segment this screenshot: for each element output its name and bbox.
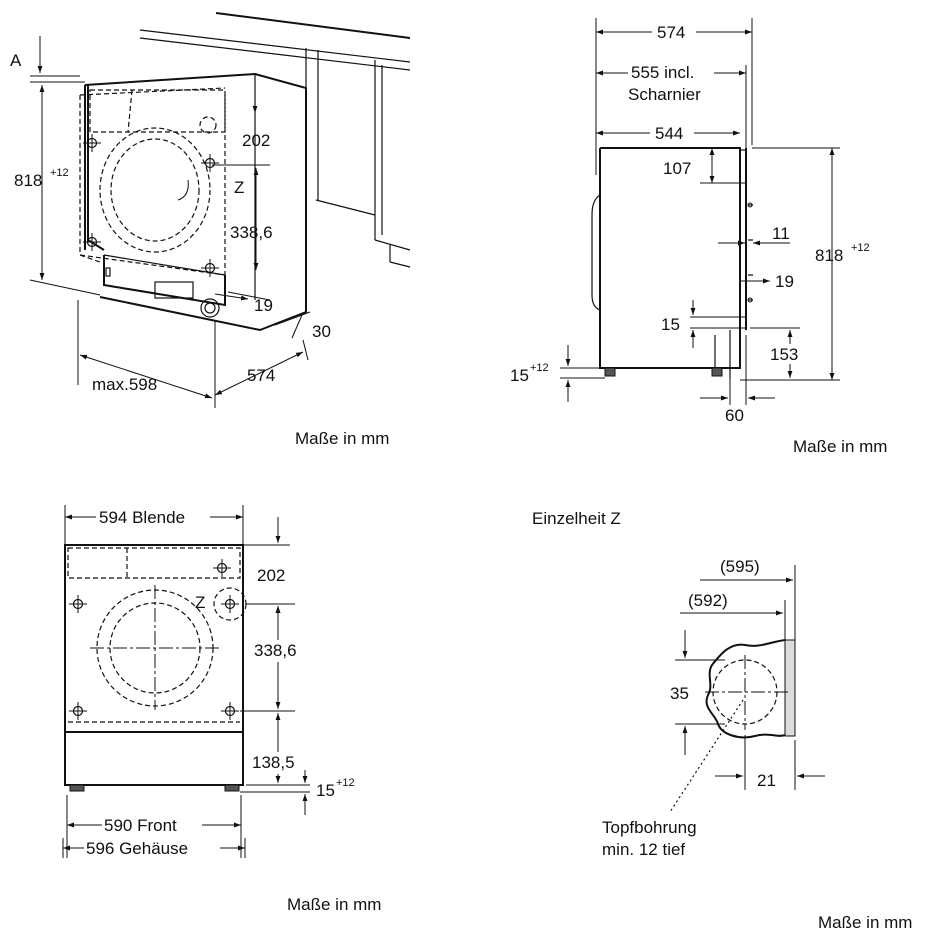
front-foot: 15	[316, 781, 335, 800]
detail-dim-21: 21	[757, 771, 776, 790]
unit-note-4: Maße in mm	[818, 913, 912, 932]
depth-dim: 574	[247, 366, 275, 385]
hole-spacing-dim: 338,6	[230, 223, 273, 242]
front-top-panel: 202	[257, 566, 285, 585]
unit-note-1: Maße in mm	[295, 429, 389, 448]
detail-note-2: min. 12 tief	[602, 840, 685, 859]
detail-note-1: Topfbohrung	[602, 818, 697, 837]
side-dim-11: 11	[772, 224, 790, 243]
unit-note-2: Maße in mm	[793, 437, 887, 456]
perspective-view: A 818 +12 202 Z 338,6 19 30 574 max.5	[10, 12, 411, 448]
detail-dim-592: (592)	[688, 591, 728, 610]
front-housing-width: 596 Gehäuse	[86, 839, 188, 858]
side-body	[591, 147, 754, 378]
side-depth-body: 544	[655, 124, 683, 143]
detail-dim-35: 35	[670, 684, 689, 703]
side-depth-total: 574	[657, 23, 685, 42]
side-dim-153: 153	[770, 345, 798, 364]
height-tolerance: +12	[50, 167, 69, 179]
dim-19: 19	[254, 296, 273, 315]
side-foot-tol: +12	[530, 362, 549, 374]
detail-title: Einzelheit Z	[532, 509, 621, 528]
detail-z-mark: Z	[234, 178, 244, 197]
height-dim: 818	[14, 171, 42, 190]
detail-dim-595: (595)	[720, 557, 760, 576]
appliance-body	[79, 72, 307, 332]
side-dim-19: 19	[775, 272, 794, 291]
front-bottom-dim: 138,5	[252, 753, 295, 772]
side-view: 574 555 incl. Scharnier 544 107	[510, 18, 887, 456]
side-depth-hinge-2: Scharnier	[628, 85, 701, 104]
front-body	[64, 544, 247, 792]
front-view: 594 Blende 202 Z	[62, 505, 381, 914]
width-dim: max.598	[92, 375, 157, 394]
side-depth-hinge-1: 555 incl.	[631, 63, 694, 82]
side-foot: 15	[510, 366, 529, 385]
label-a: A	[10, 51, 22, 70]
dim-30: 30	[312, 322, 331, 341]
side-height: 818	[815, 246, 843, 265]
cabinet-outline	[139, 12, 411, 268]
side-dim-15: 15	[661, 315, 680, 334]
unit-note-3: Maße in mm	[287, 895, 381, 914]
front-detail-z: Z	[195, 593, 205, 612]
side-dim-107: 107	[663, 159, 691, 178]
top-panel-dim: 202	[242, 131, 270, 150]
front-width: 590 Front	[104, 816, 177, 835]
front-blende-width: 594 Blende	[99, 508, 185, 527]
side-height-tol: +12	[851, 242, 870, 254]
detail-z-view: Einzelheit Z (595) (592) 35 21 Topfbohru…	[532, 509, 912, 932]
front-hole-spacing: 338,6	[254, 641, 297, 660]
side-dim-60: 60	[725, 406, 744, 425]
front-foot-tol: +12	[336, 777, 355, 789]
